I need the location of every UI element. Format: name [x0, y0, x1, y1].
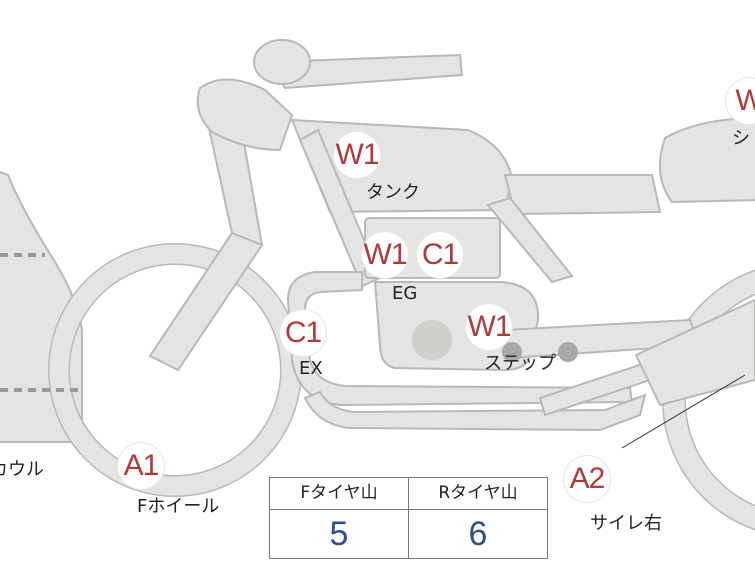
label-f-wheel: Fホイール	[137, 496, 220, 517]
front-tire-value: 5	[329, 515, 349, 553]
step-peg	[558, 342, 578, 362]
leader-line	[621, 374, 746, 449]
badge-eg-c: C1	[417, 232, 463, 278]
label-side-right: サイレ右	[590, 513, 662, 534]
headlight-part	[196, 78, 294, 152]
badge-step: W1	[466, 304, 512, 350]
badge-tank: W1	[334, 132, 380, 178]
step-peg	[502, 342, 522, 362]
rear-tire-header: Rタイヤ山	[438, 483, 518, 503]
step-peg	[412, 320, 452, 360]
tire-tread-table: Fタイヤ山 Rタイヤ山 5 6	[269, 477, 548, 559]
label-step: ステップ	[484, 353, 556, 374]
label-seat: シ	[732, 128, 750, 149]
badge-side-right: A2	[564, 456, 610, 502]
label-tank: タンク	[366, 182, 420, 203]
badge-f-wheel: A1	[118, 443, 164, 489]
badge-eg-w: W1	[362, 232, 408, 278]
label-eg: EG	[392, 283, 418, 304]
label-ex: EX	[299, 358, 323, 379]
seat-part	[658, 117, 755, 204]
front-tire-header: Fタイヤ山	[300, 483, 378, 503]
label-cowl: カウル	[0, 459, 44, 480]
badge-ex: C1	[280, 310, 326, 356]
rear-tire-value: 6	[468, 515, 488, 553]
